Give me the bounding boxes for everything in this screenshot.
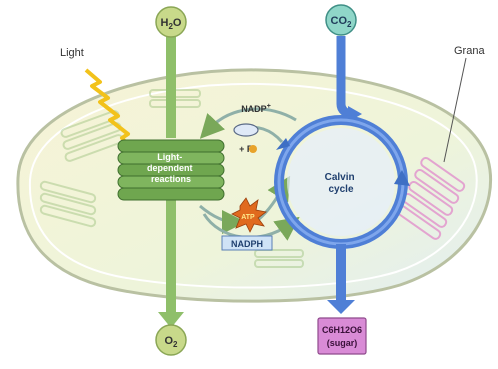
sugar-formula: C6H12O6 [322,325,362,335]
adp-capsule [234,124,258,136]
nadph-label: NADPH [231,239,263,249]
atp-label: ATP [241,214,255,221]
sugar-box [318,318,366,354]
calvin-cycle-label: Calvin cycle [325,172,358,195]
light-label: Light [60,47,84,59]
phosphate-dot [249,145,257,153]
nadp-label: NADP+ [241,103,271,114]
grana-label: Grana [454,45,485,57]
sugar-outflow-arrow [336,244,346,304]
sugar-arrowhead [327,300,355,314]
sugar-name: (sugar) [327,338,358,348]
water-inflow-arrow [166,34,176,138]
oxygen-outflow-arrow [166,200,176,312]
